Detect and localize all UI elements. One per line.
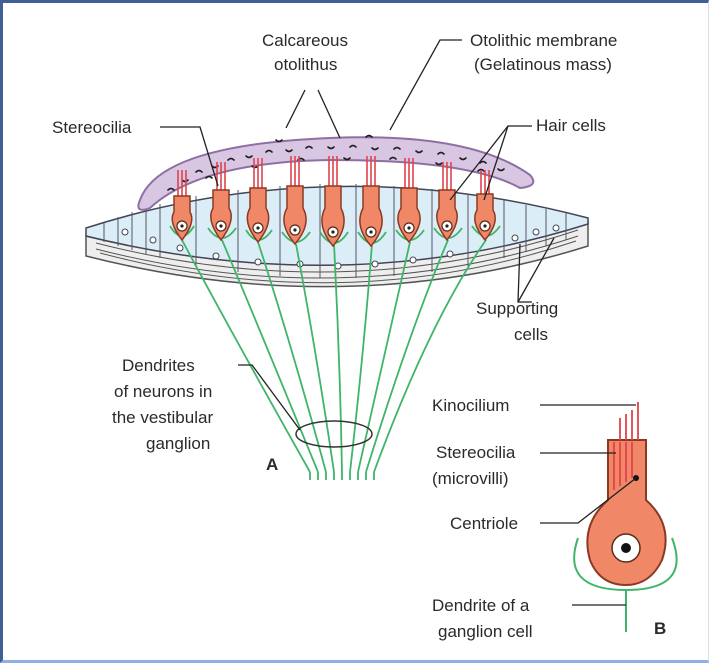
hair-cell-b-nucleolus [621, 543, 631, 553]
label-panel-a: A [266, 455, 278, 474]
label-dendrites-line4: ganglion [146, 434, 210, 453]
label-centriole: Centriole [450, 514, 518, 533]
ganglion-ellipse [296, 421, 372, 447]
label-dendrites-line3: the vestibular [112, 408, 213, 427]
panel-b: Kinocilium Stereocilia (microvilli) Cent… [432, 396, 677, 641]
kinocilium [620, 402, 638, 440]
label-kinocilium: Kinocilium [432, 396, 509, 415]
panel-a: Calcareous otolithus Otolithic membrane … [52, 31, 617, 480]
label-stereocilia-b-line2: (microvilli) [432, 469, 508, 488]
label-dendrite-b-line2: ganglion cell [438, 622, 533, 641]
label-stereocilia-b-line1: Stereocilia [436, 443, 516, 462]
dendrite-terminals [310, 472, 374, 480]
label-dendrites-line1: Dendrites [122, 356, 195, 375]
label-panel-b: B [654, 619, 666, 638]
label-supporting-line2: cells [514, 325, 548, 344]
label-dendrite-b-line1: Dendrite of a [432, 596, 530, 615]
label-otolithic-line2: (Gelatinous mass) [474, 55, 612, 74]
label-calcareous-line2: otolithus [274, 55, 337, 74]
label-dendrites-line2: of neurons in [114, 382, 212, 401]
label-otolithic-line1: Otolithic membrane [470, 31, 617, 50]
label-calcareous-line1: Calcareous [262, 31, 348, 50]
label-hair-cells: Hair cells [536, 116, 606, 135]
label-supporting-line1: Supporting [476, 299, 558, 318]
label-stereocilia: Stereocilia [52, 118, 132, 137]
